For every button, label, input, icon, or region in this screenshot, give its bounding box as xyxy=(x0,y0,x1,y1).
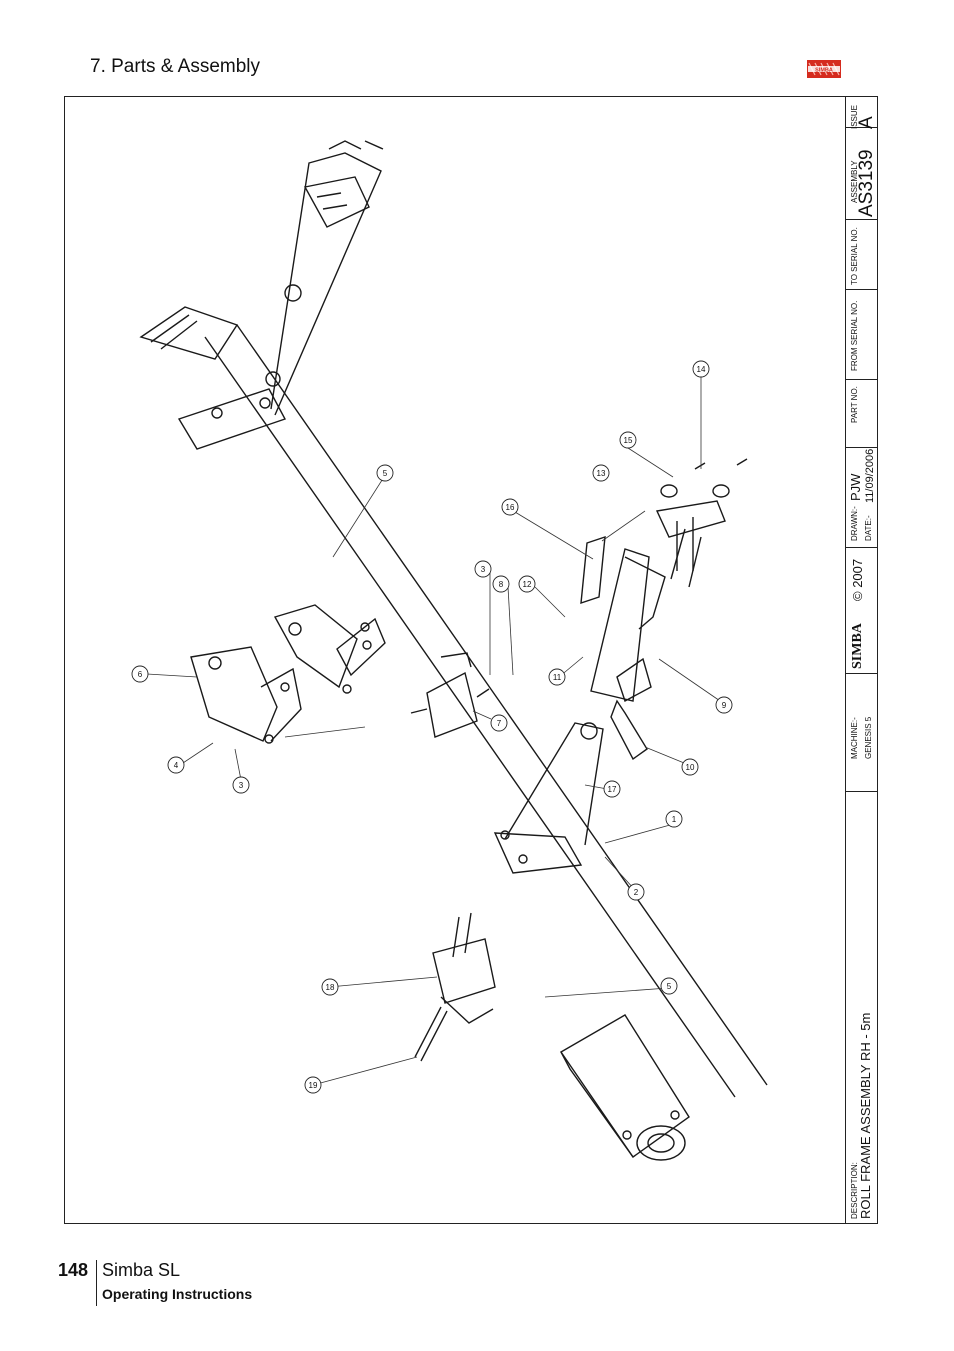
copyright: © 2007 xyxy=(850,558,865,601)
exploded-assembly-diagram: 1 2 3 3 4 5 5 6 7 8 9 10 11 12 13 14 15 … xyxy=(131,140,768,1161)
product-name: Simba SL xyxy=(102,1260,181,1280)
drawing-date: 11/09/2006 xyxy=(864,448,876,503)
title-block-brand: SIMBA xyxy=(850,623,865,669)
callout-label: 2 xyxy=(634,888,639,897)
callout-label: 7 xyxy=(497,719,502,728)
footer-divider xyxy=(96,1260,97,1306)
title-block: ISSUE A ASSEMBLY AS3139 TO SERIAL NO. FR… xyxy=(845,97,878,1223)
simba-logo: SIMBA xyxy=(807,60,841,78)
callout-label: 18 xyxy=(326,983,335,992)
callout-label: 15 xyxy=(624,436,633,445)
manual-subtitle: Operating Instructions xyxy=(102,1286,253,1302)
callout-label: 5 xyxy=(667,982,672,991)
callout-label: 16 xyxy=(506,503,515,512)
issue-value: A xyxy=(856,116,877,129)
logo-text: SIMBA xyxy=(815,68,833,74)
page-number: 148 xyxy=(58,1260,89,1280)
drawing-frame: 1 2 3 3 4 5 5 6 7 8 9 10 11 12 13 14 15 … xyxy=(64,96,878,1224)
callout-label: 8 xyxy=(499,580,504,589)
callout-label: 1 xyxy=(672,815,677,824)
callout-label: 14 xyxy=(697,365,706,374)
callout-label: 6 xyxy=(138,670,143,679)
part-no-label: PART NO. xyxy=(850,386,859,423)
callout-label: 12 xyxy=(523,580,532,589)
callout-label: 19 xyxy=(309,1081,318,1090)
callout-label: 11 xyxy=(553,673,562,682)
machine-value: GENESIS 5 xyxy=(864,716,873,759)
callout-label: 5 xyxy=(383,469,388,478)
callout-label: 3 xyxy=(481,565,486,574)
from-serial-label: FROM SERIAL NO. xyxy=(850,300,859,371)
callout-label: 17 xyxy=(608,785,617,794)
drawing-description: ROLL FRAME ASSEMBLY RH - 5m xyxy=(858,1012,873,1219)
machine-label: MACHINE:- xyxy=(850,717,859,759)
callout-label: 10 xyxy=(686,763,695,772)
to-serial-label: TO SERIAL NO. xyxy=(850,227,859,285)
section-title: 7. Parts & Assembly xyxy=(90,56,261,77)
assembly-number: AS3139 xyxy=(856,149,877,217)
callout-label: 3 xyxy=(239,781,244,790)
date-label: DATE:- xyxy=(864,515,873,541)
callout-label: 4 xyxy=(174,761,179,770)
drawn-by: PJW xyxy=(848,473,863,501)
drawn-label: DRAWN:- xyxy=(850,506,859,541)
callout-label: 9 xyxy=(722,701,727,710)
callout-label: 13 xyxy=(597,469,606,478)
